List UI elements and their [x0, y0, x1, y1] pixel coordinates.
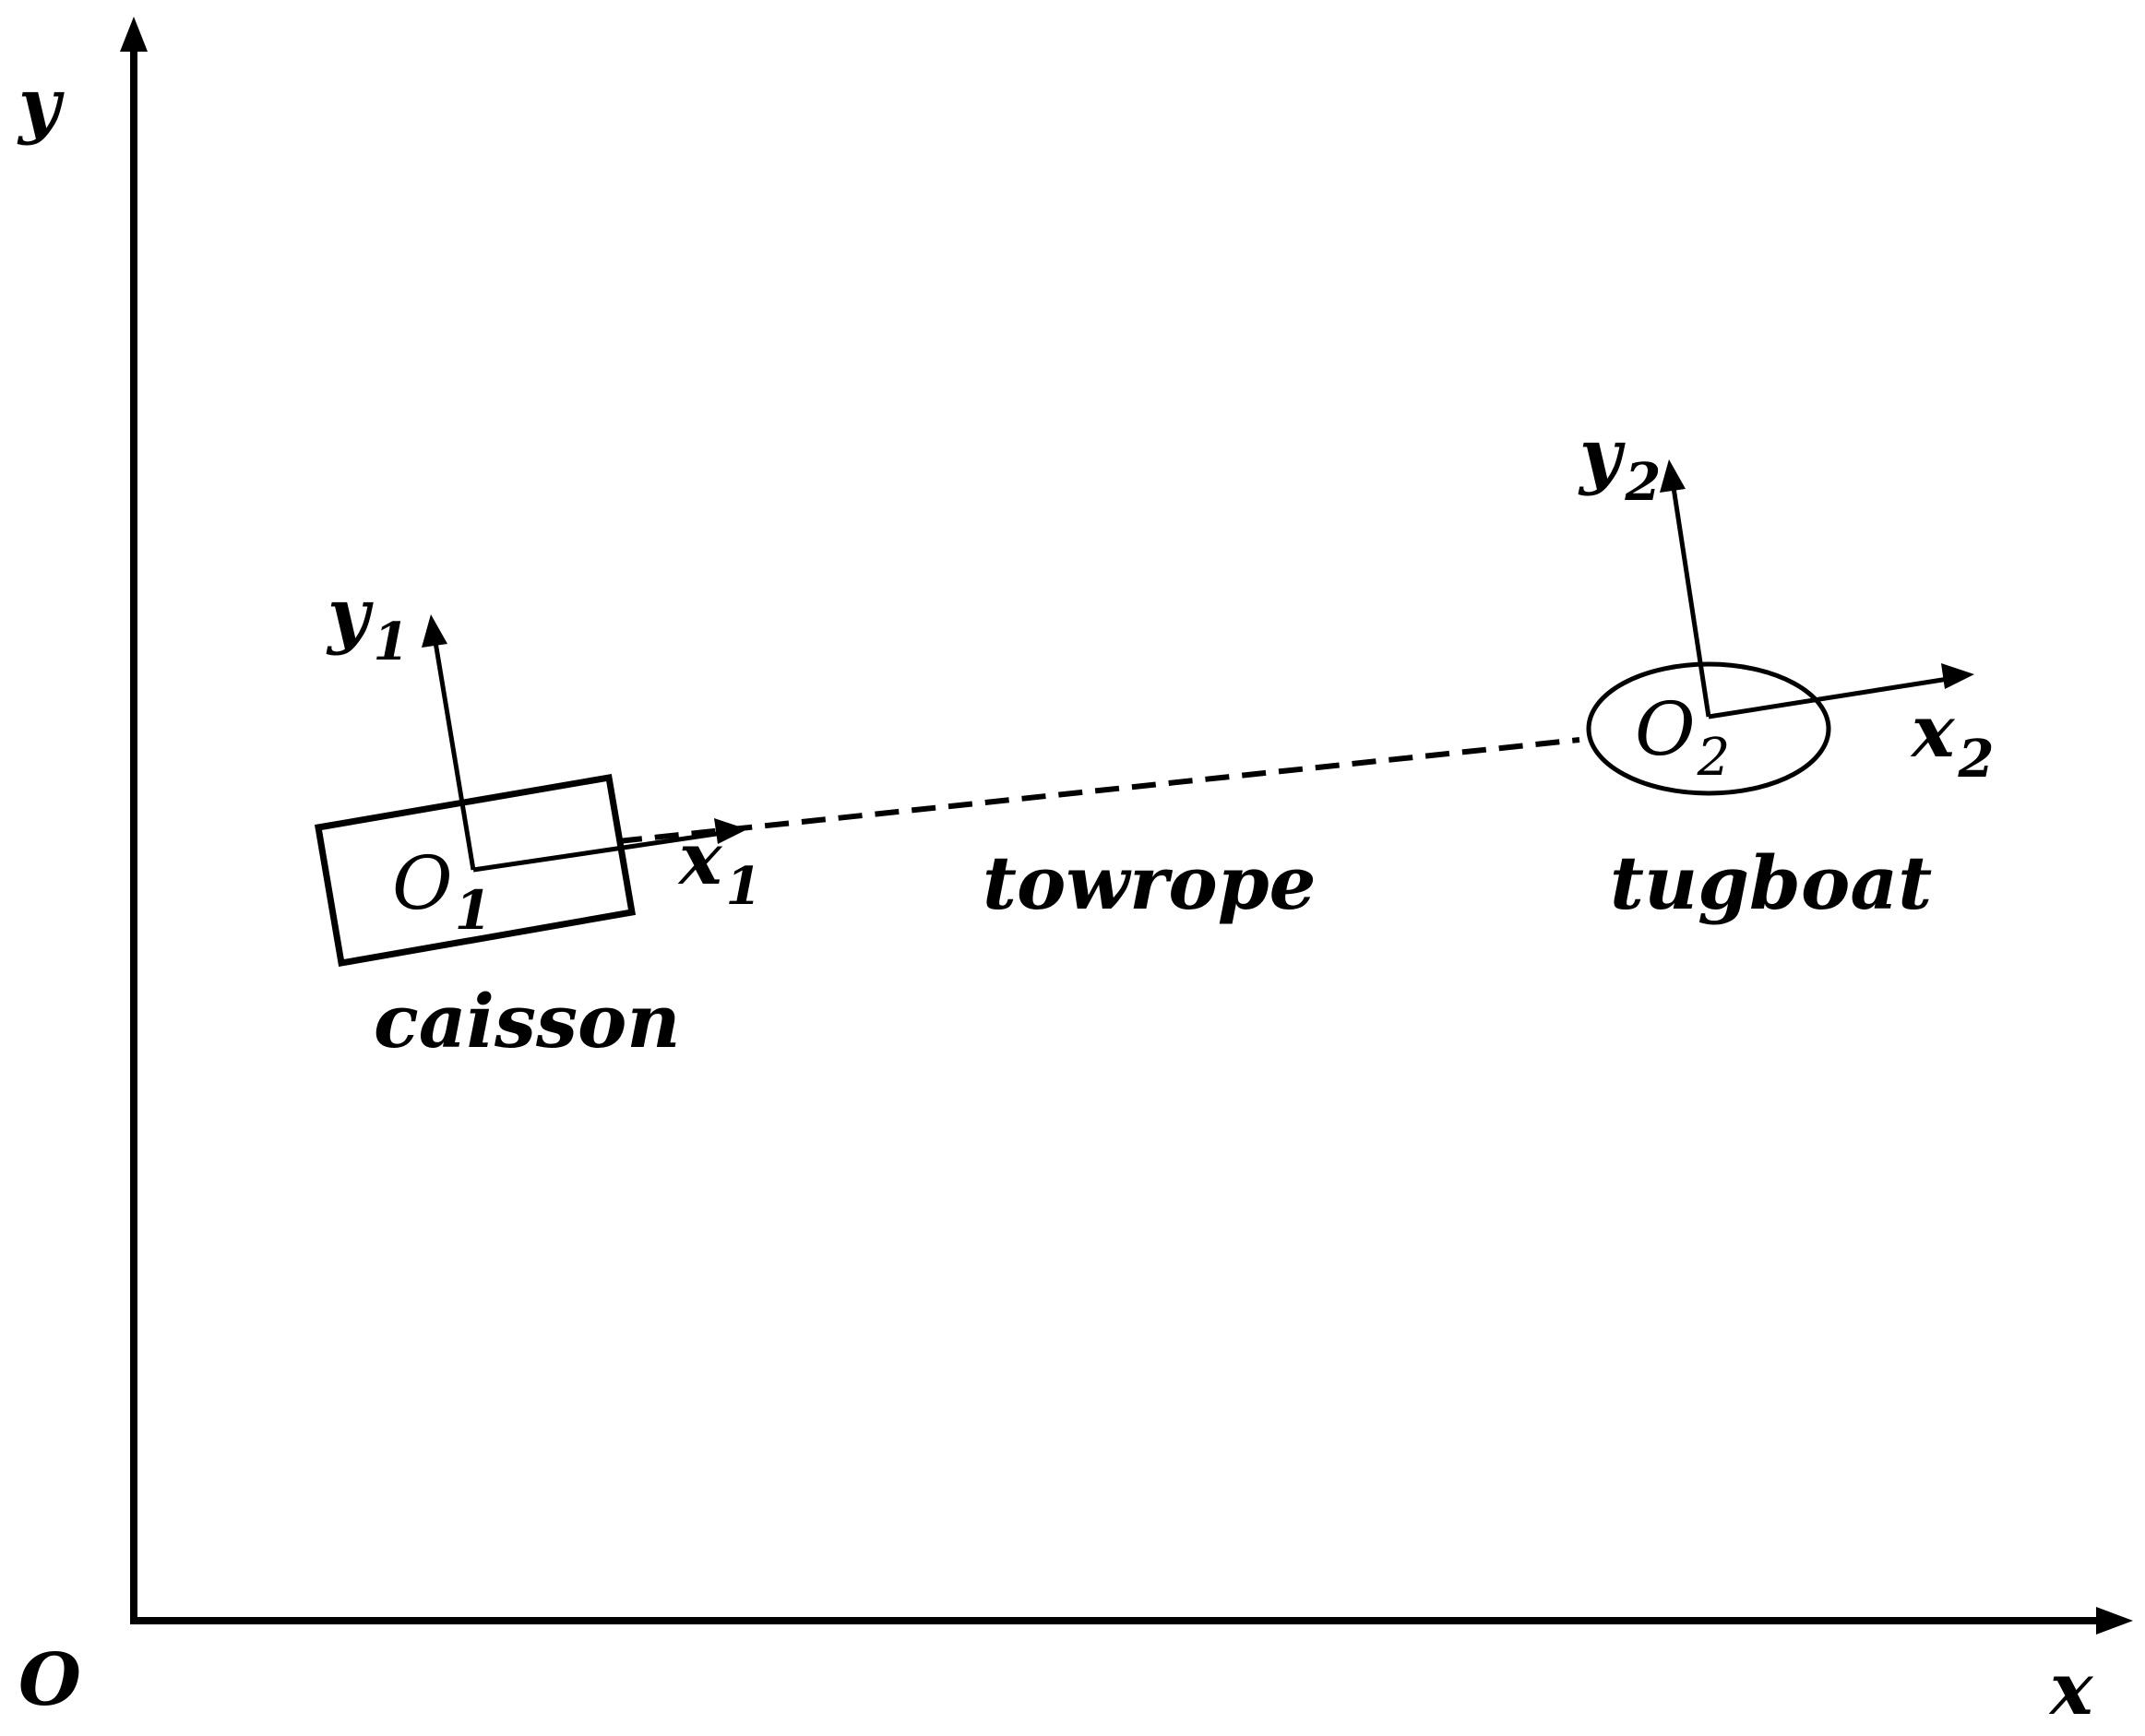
tugboat-y-axis-arrowhead [1660, 459, 1686, 493]
caisson-group: O1 x1 y1 caisson [314, 573, 761, 1064]
tugboat-x-axis-arrowhead [1941, 663, 1974, 689]
towrope-label: towrope [983, 839, 1317, 926]
tugboat-group: O2 x2 y2 tugboat [1578, 413, 1994, 926]
global-y-label: y [17, 63, 65, 147]
tugboat-label: tugboat [1610, 839, 1932, 926]
caisson-y-axis-arrowhead [422, 614, 447, 648]
tugboat-x-sub: 2 [1958, 729, 1995, 790]
caisson-x-axis-label: x1 [677, 817, 761, 917]
global-x-axis-arrowhead [2096, 1607, 2133, 1635]
caisson-y-sub: 1 [373, 612, 409, 672]
global-x-label: x [2048, 1647, 2094, 1731]
caisson-x-main: x [677, 817, 723, 901]
towrope-line [617, 737, 1580, 844]
caisson-x-sub: 1 [726, 856, 762, 917]
caisson-label: caisson [374, 978, 681, 1064]
caisson-origin-label: O1 [392, 840, 492, 942]
tugboat-y-axis-label: y2 [1578, 413, 1661, 513]
tugboat-x-main: x [1910, 690, 1956, 774]
tugboat-x-axis [1708, 675, 1955, 719]
tugboat-origin-sub: 2 [1697, 728, 1731, 788]
caisson-y-axis [432, 636, 476, 871]
tugboat-y-axis [1670, 481, 1711, 718]
tugboat-x-axis-label: x2 [1910, 690, 1994, 790]
global-origin-label: O [18, 1638, 81, 1722]
caisson-origin-main: O [392, 840, 453, 926]
tugboat-origin-label: O2 [1635, 686, 1730, 788]
caisson-y-axis-label: y1 [326, 573, 409, 672]
caisson-origin-sub: 1 [455, 879, 492, 942]
tugboat-y-sub: 2 [1624, 452, 1661, 513]
caisson-y-main: y [326, 573, 374, 657]
global-y-axis-arrowhead [120, 17, 148, 52]
caisson-body [314, 773, 637, 968]
tugboat-y-main: y [1578, 413, 1626, 497]
caisson-x-axis [472, 829, 730, 873]
caisson-x-axis-arrowhead [714, 818, 747, 844]
global-axes: y O x [17, 17, 2133, 1731]
tugboat-origin-main: O [1635, 686, 1696, 772]
tugboat-body [1586, 661, 1831, 796]
